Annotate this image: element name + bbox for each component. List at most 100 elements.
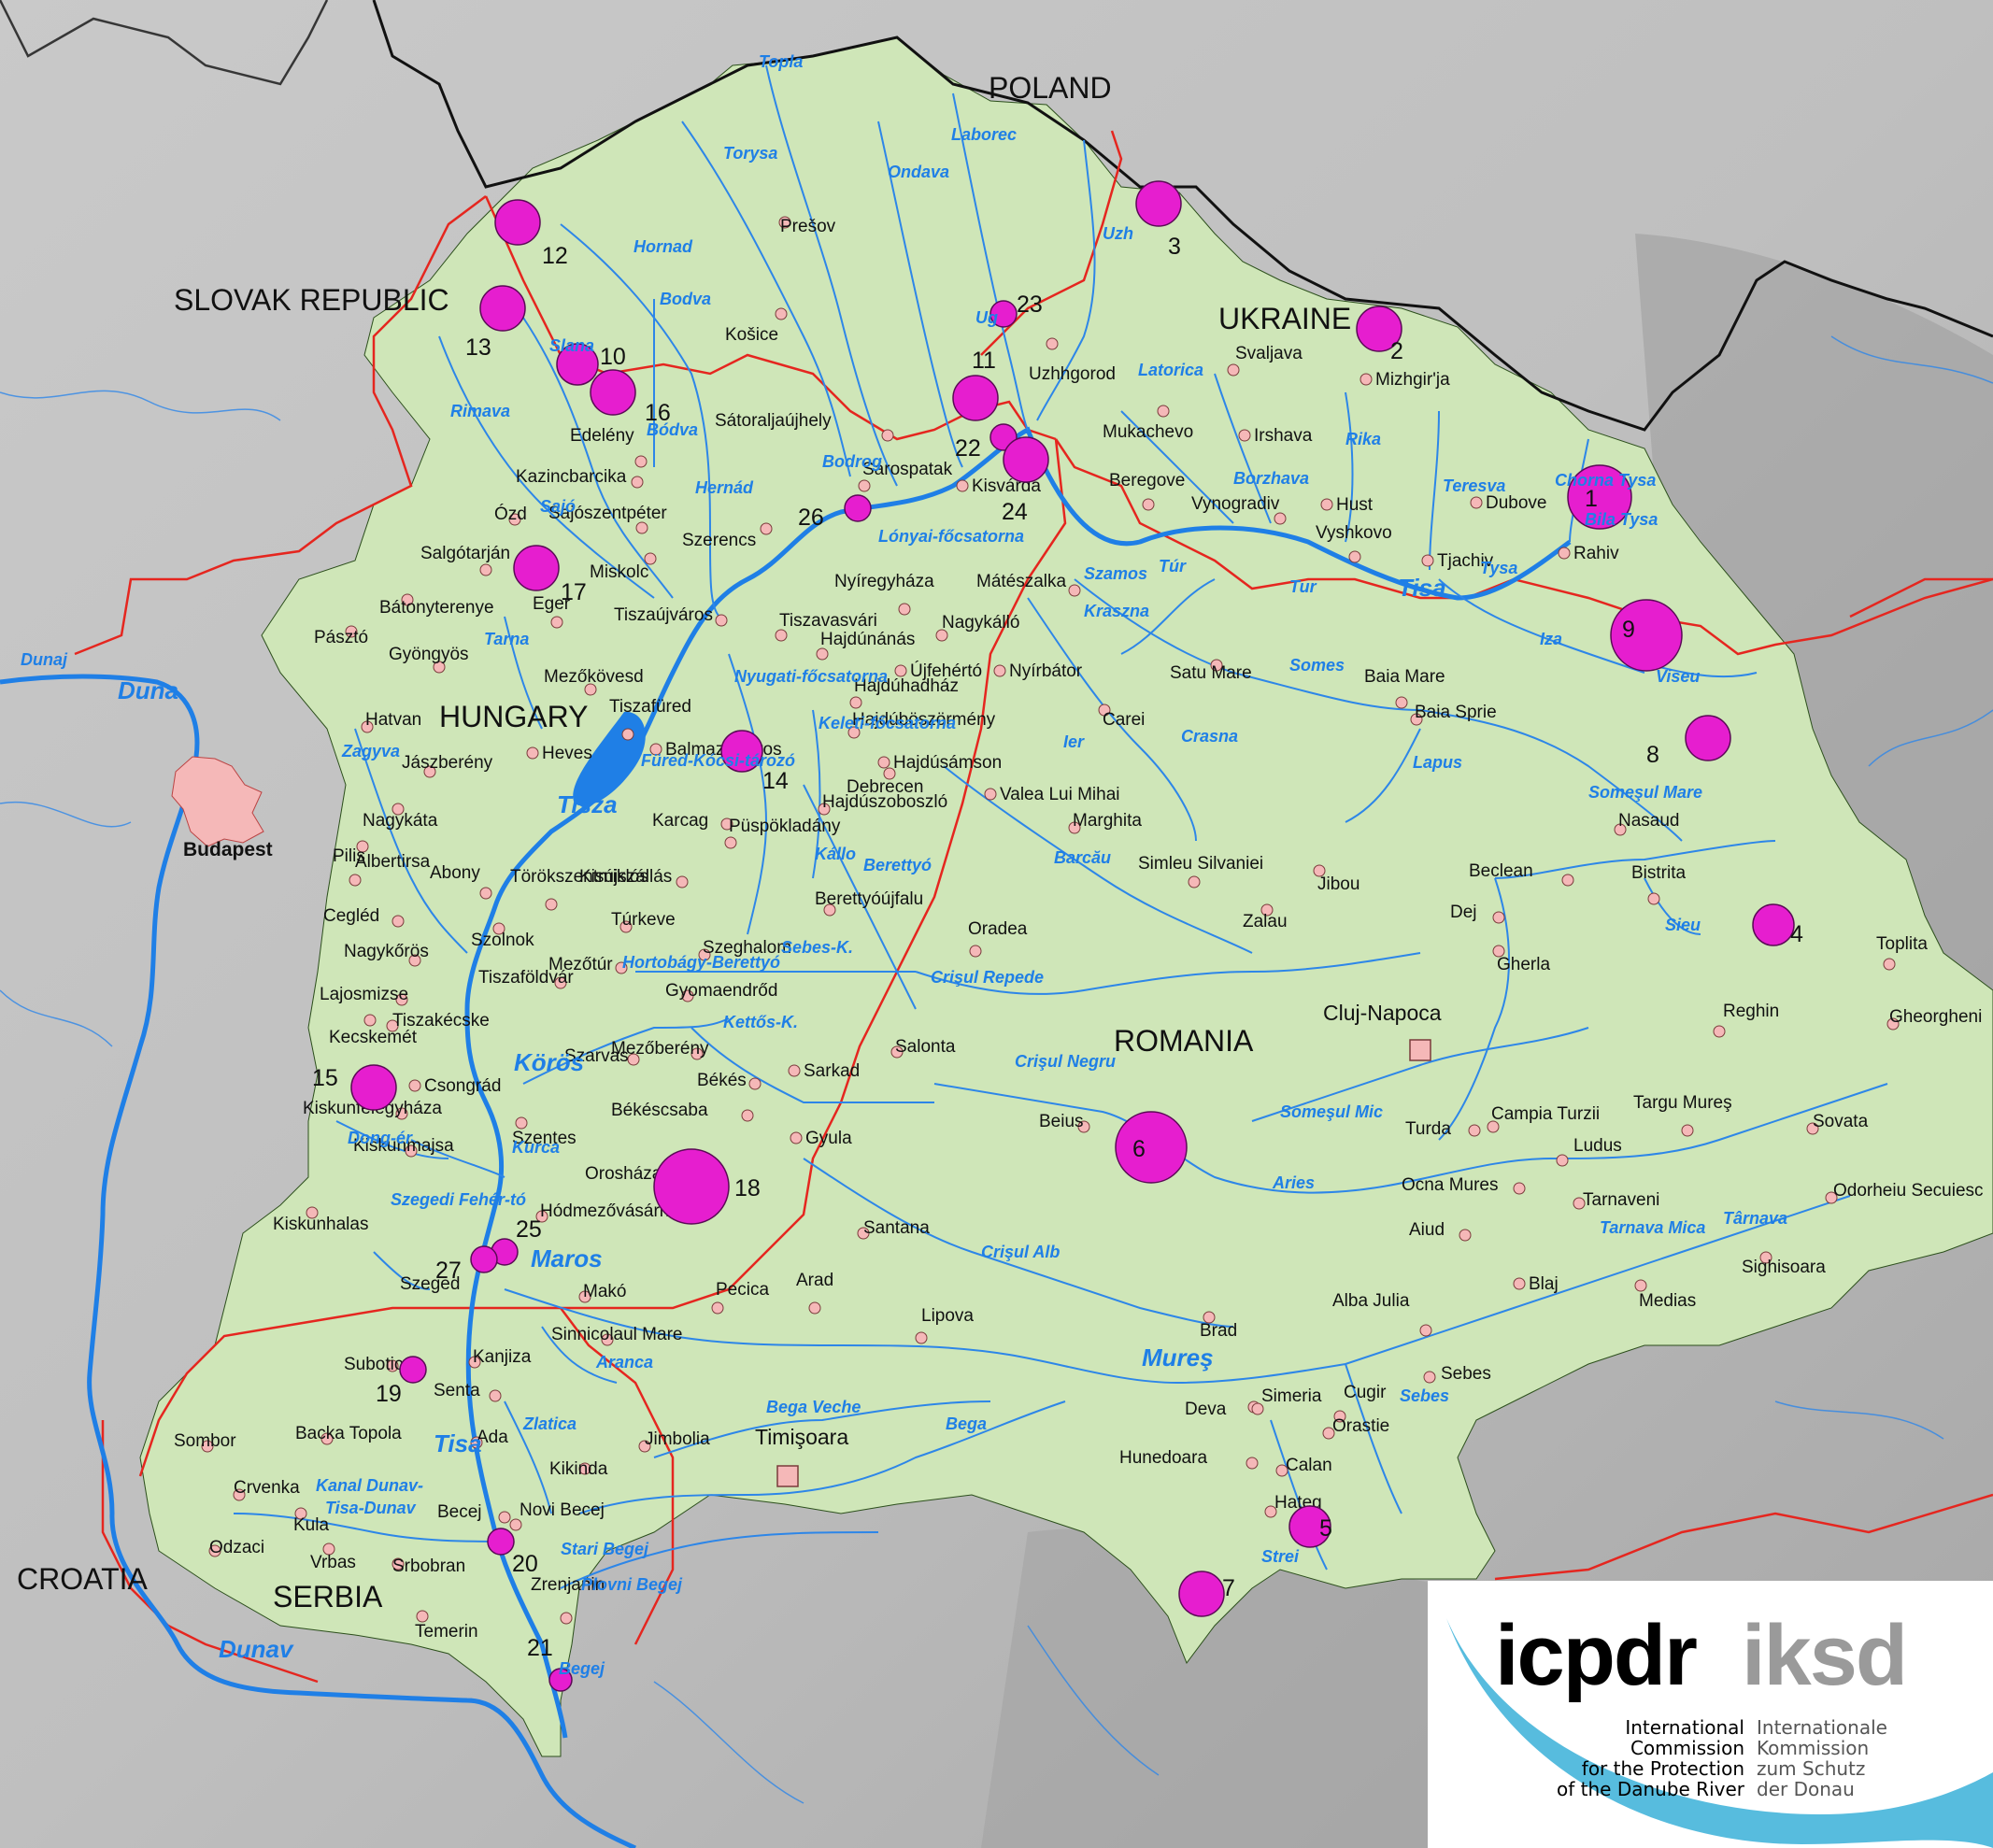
river-label-74: Begej — [559, 1659, 605, 1678]
city-marker — [894, 664, 907, 677]
city-marker — [890, 1045, 904, 1059]
hotspot-number: 7 — [1222, 1575, 1235, 1601]
city-label: Zrenjanin — [531, 1575, 605, 1595]
river-label-2: Ondava — [888, 163, 949, 181]
city-label: Becej — [437, 1502, 482, 1522]
river-label-32: Someşul Mare — [1588, 783, 1702, 802]
hotspot-13: 13 — [465, 285, 526, 361]
city-marker — [1634, 1279, 1647, 1292]
city-marker — [408, 1079, 421, 1092]
city-label: Sárospatak — [862, 460, 953, 479]
city-marker — [1886, 1017, 1900, 1031]
city-label: Szeged — [400, 1274, 460, 1294]
city-marker — [345, 625, 358, 638]
city-marker — [818, 803, 831, 816]
city-label: Berettyóújfalu — [815, 889, 923, 909]
hotspot-20: 20 — [487, 1528, 538, 1577]
river-label-38: Tarna — [484, 630, 529, 648]
city-label: Kiskunmajsa — [353, 1136, 454, 1156]
city-28: Tiszaújváros — [614, 605, 728, 627]
city-35: Nyírbátor — [993, 661, 1083, 681]
city-label: Hajdúsámson — [893, 753, 1002, 773]
city-20: Sajószentpéter — [548, 504, 667, 534]
city-57: Karcag — [652, 811, 733, 831]
city-label: Irshava — [1254, 426, 1313, 446]
city-65: Törökszentmiklós — [510, 867, 648, 911]
hotspot-marker — [1003, 436, 1049, 483]
city-86: Mezőberény — [611, 1039, 709, 1060]
river-label-43: Füred-Kócsi-tározó — [641, 751, 795, 770]
city-marker — [1410, 713, 1423, 726]
river-label-52: Someşul Mic — [1280, 1102, 1383, 1121]
city-label: Beregove — [1109, 471, 1185, 490]
city-label: Beclean — [1469, 861, 1533, 881]
city-label: Lajosmizse — [320, 985, 408, 1004]
city-marker — [877, 756, 890, 769]
city-label: Kanjiza — [473, 1347, 532, 1367]
city-93: Békéscsaba — [611, 1101, 754, 1122]
hotspot-1: 1 — [1567, 464, 1632, 530]
river-label-26: Lónyai-főcsatorna — [878, 527, 1024, 546]
city-83: Tiszakécske — [386, 1011, 490, 1032]
city-56: Pilis — [333, 840, 369, 866]
city-label: Cegléd — [323, 906, 379, 926]
country-label-slovak-republic: SLOVAK REPUBLIC — [174, 283, 449, 317]
city-37: Hajdúhadház — [849, 676, 959, 709]
city-label: Békés — [697, 1071, 747, 1090]
city-74: Toplita — [1876, 934, 1928, 971]
city-marker — [1275, 1464, 1288, 1477]
city-marker — [898, 603, 911, 616]
river-label-5: Hornad — [633, 237, 693, 256]
hotspot-marker — [1356, 306, 1402, 352]
logo-german-text: Internationale Kommission zum Schutz der… — [1757, 1716, 1887, 1800]
city-marker — [1409, 1039, 1431, 1061]
tributaries — [233, 64, 1888, 1589]
city-4: Mizhgir'ja — [1360, 370, 1450, 390]
hotspot-11: 11 — [952, 348, 999, 421]
hotspot-14: 14 — [720, 730, 789, 794]
hotspot-number: 15 — [312, 1065, 338, 1091]
hotspot-marker — [513, 545, 560, 591]
city-114: Arad — [796, 1271, 833, 1315]
city-88: Cluj-Napoca — [1323, 1001, 1442, 1061]
city-marker — [993, 664, 1006, 677]
city-60: Jibou — [1313, 864, 1360, 894]
city-marker — [638, 1440, 651, 1453]
city-marker — [1492, 945, 1505, 958]
tisza-basin-area — [139, 36, 1993, 1757]
city-38: Hajdúböszörmény — [847, 710, 996, 739]
city-label: Dej — [1450, 903, 1477, 922]
city-marker — [1068, 584, 1081, 597]
city-marker — [1264, 1505, 1277, 1518]
river-label-15: Borzhava — [1233, 469, 1309, 488]
city-label: Mukachevo — [1103, 422, 1193, 442]
river-label-18: Chorna Tysa — [1555, 471, 1656, 490]
city-105: Tarnaveni — [1573, 1190, 1659, 1210]
city-label: Szentes — [512, 1129, 577, 1148]
city-71: Szolnok — [471, 922, 534, 950]
city-marker — [1142, 498, 1155, 511]
hotspot-8: 8 — [1646, 715, 1731, 768]
city-label: Hatvan — [365, 710, 421, 730]
city-marker — [386, 1359, 399, 1372]
city-marker — [969, 945, 982, 958]
hotspot-marker — [399, 1356, 427, 1384]
hotspot-number: 10 — [600, 344, 626, 370]
hotspot-number: 3 — [1168, 234, 1181, 260]
city-label: Aiud — [1409, 1220, 1445, 1240]
city-134: Timişoara — [755, 1425, 848, 1487]
hotspot-marker — [556, 343, 599, 386]
city-marker — [470, 1436, 483, 1449]
city-119: Brad — [1200, 1311, 1237, 1341]
city-marker — [823, 903, 836, 917]
hotspot-25: 25 — [491, 1216, 542, 1266]
river-label-22: Tur — [1289, 577, 1317, 596]
city-25: Mátészalka — [976, 572, 1081, 597]
city-64: Abony — [430, 863, 492, 900]
hotspot-23: 23 — [989, 291, 1043, 328]
city-marker — [1883, 958, 1896, 971]
city-39: Satu Mare — [1170, 659, 1252, 683]
river-label-71: Plovni Begej — [581, 1575, 683, 1594]
city-18: Kazincbarcika — [516, 467, 644, 489]
